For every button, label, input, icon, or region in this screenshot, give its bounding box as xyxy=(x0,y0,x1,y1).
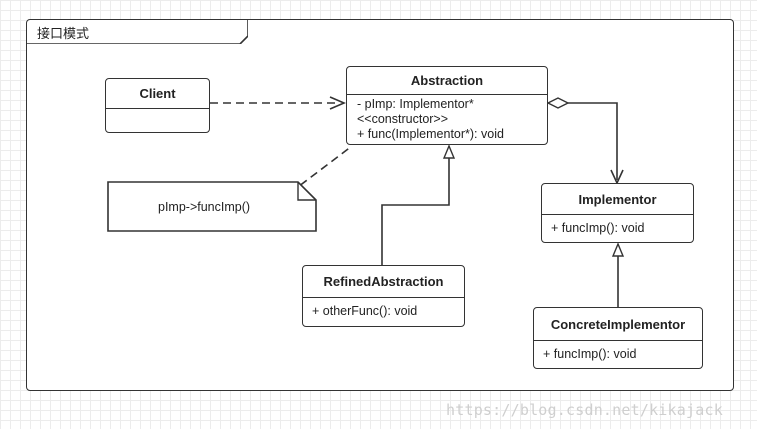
note-shape xyxy=(107,181,317,232)
class-refined-name: RefinedAbstraction xyxy=(303,266,464,298)
class-implementor: Implementor + funcImp(): void xyxy=(541,183,694,243)
watermark: https://blog.csdn.net/kikajack xyxy=(446,401,723,419)
frame-tab xyxy=(26,19,248,44)
class-concrete-implementor: ConcreteImplementor + funcImp(): void xyxy=(533,307,703,369)
aggregation-line xyxy=(568,102,618,180)
member-func: + func(Implementor*): void xyxy=(357,127,504,141)
class-refined-abstraction: RefinedAbstraction + otherFunc(): void xyxy=(302,265,465,327)
class-implementor-members: + funcImp(): void xyxy=(542,215,693,236)
member-otherfunc: + otherFunc(): void xyxy=(312,304,418,318)
aggregation-diamond xyxy=(546,97,570,109)
class-refined-members: + otherFunc(): void xyxy=(303,298,464,319)
member-constructor: <<constructor>> xyxy=(357,112,449,126)
member-pimp: - pImp: Implementor* xyxy=(357,97,474,111)
generalization-arrowhead-refined xyxy=(442,144,456,159)
class-concrete-members: + funcImp(): void xyxy=(534,341,702,362)
client-dependency-arrowhead xyxy=(329,96,347,110)
class-concrete-name: ConcreteImplementor xyxy=(534,308,702,341)
note-text: pImp->funcImp() xyxy=(158,200,251,214)
class-abstraction-members: - pImp: Implementor* <<constructor>> + f… xyxy=(347,95,547,142)
class-implementor-name: Implementor xyxy=(542,184,693,215)
generalization-line-refined xyxy=(381,158,450,265)
note-fold xyxy=(297,182,316,201)
generalization-arrowhead-concrete xyxy=(611,242,625,257)
frame-title: 接口模式 xyxy=(37,26,90,41)
member-concrete-funcimp: + funcImp(): void xyxy=(543,347,637,361)
class-client: Client xyxy=(105,78,210,133)
class-abstraction-name: Abstraction xyxy=(347,67,547,95)
class-abstraction: Abstraction - pImp: Implementor* <<const… xyxy=(346,66,548,145)
member-funcimp: + funcImp(): void xyxy=(551,221,645,235)
class-client-name: Client xyxy=(106,79,209,109)
